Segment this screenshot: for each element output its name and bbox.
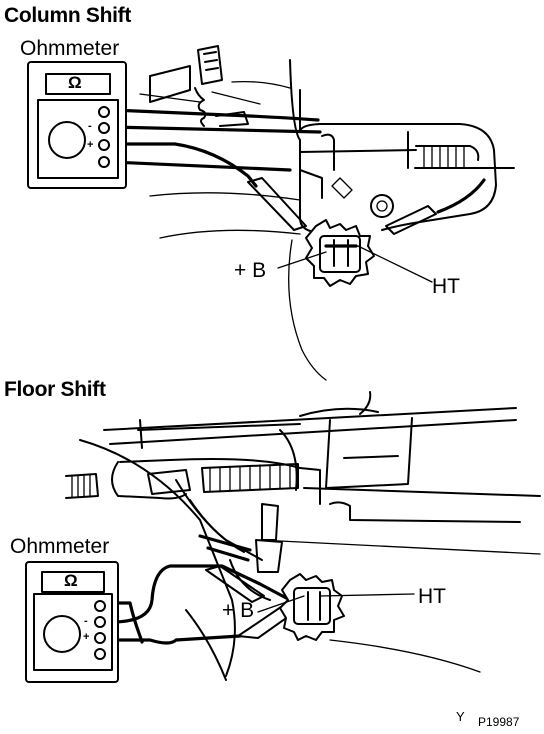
column-ohm-symbol: Ω bbox=[68, 73, 82, 92]
column-plus-terminal: + bbox=[87, 139, 94, 151]
floor-ohmmeter bbox=[25, 561, 119, 683]
upper-connector bbox=[139, 45, 261, 127]
column-shift-title: Column Shift bbox=[4, 4, 132, 27]
column-minus-terminal: - bbox=[88, 120, 92, 132]
column-ohmmeter-label: Ohmmeter bbox=[20, 37, 120, 60]
floor-ht-leader bbox=[319, 593, 415, 597]
floor-shift-illustration bbox=[25, 391, 541, 683]
column-b-leader bbox=[277, 251, 327, 269]
column-ohmmeter bbox=[27, 61, 127, 189]
column-ht-label: HT bbox=[432, 275, 460, 298]
floor-plus-terminal: + bbox=[83, 631, 90, 643]
footer-mark: Y bbox=[456, 709, 465, 724]
floor-b-label: + B bbox=[222, 599, 255, 622]
column-shift-illustration bbox=[27, 45, 515, 381]
floor-shift-title: Floor Shift bbox=[4, 378, 106, 401]
figure-code: P19987 bbox=[478, 715, 520, 729]
floor-ohmmeter-label: Ohmmeter bbox=[10, 535, 110, 558]
floor-meter-cables bbox=[110, 564, 307, 645]
floor-connector bbox=[279, 573, 345, 641]
column-dash-curve bbox=[159, 229, 301, 239]
column-connector bbox=[305, 194, 394, 287]
column-ht-leader bbox=[357, 245, 433, 283]
floor-b-leader bbox=[257, 595, 305, 613]
floor-harness bbox=[175, 479, 283, 601]
floor-ohm-symbol: Ω bbox=[64, 571, 78, 590]
dashboard bbox=[65, 391, 541, 681]
column-meter-cables bbox=[110, 108, 486, 235]
column-body-curve bbox=[288, 239, 327, 381]
steering-column bbox=[149, 59, 515, 233]
column-b-label: + B bbox=[234, 259, 267, 282]
floor-ht-label: HT bbox=[418, 585, 446, 608]
floor-minus-terminal: - bbox=[84, 615, 88, 627]
